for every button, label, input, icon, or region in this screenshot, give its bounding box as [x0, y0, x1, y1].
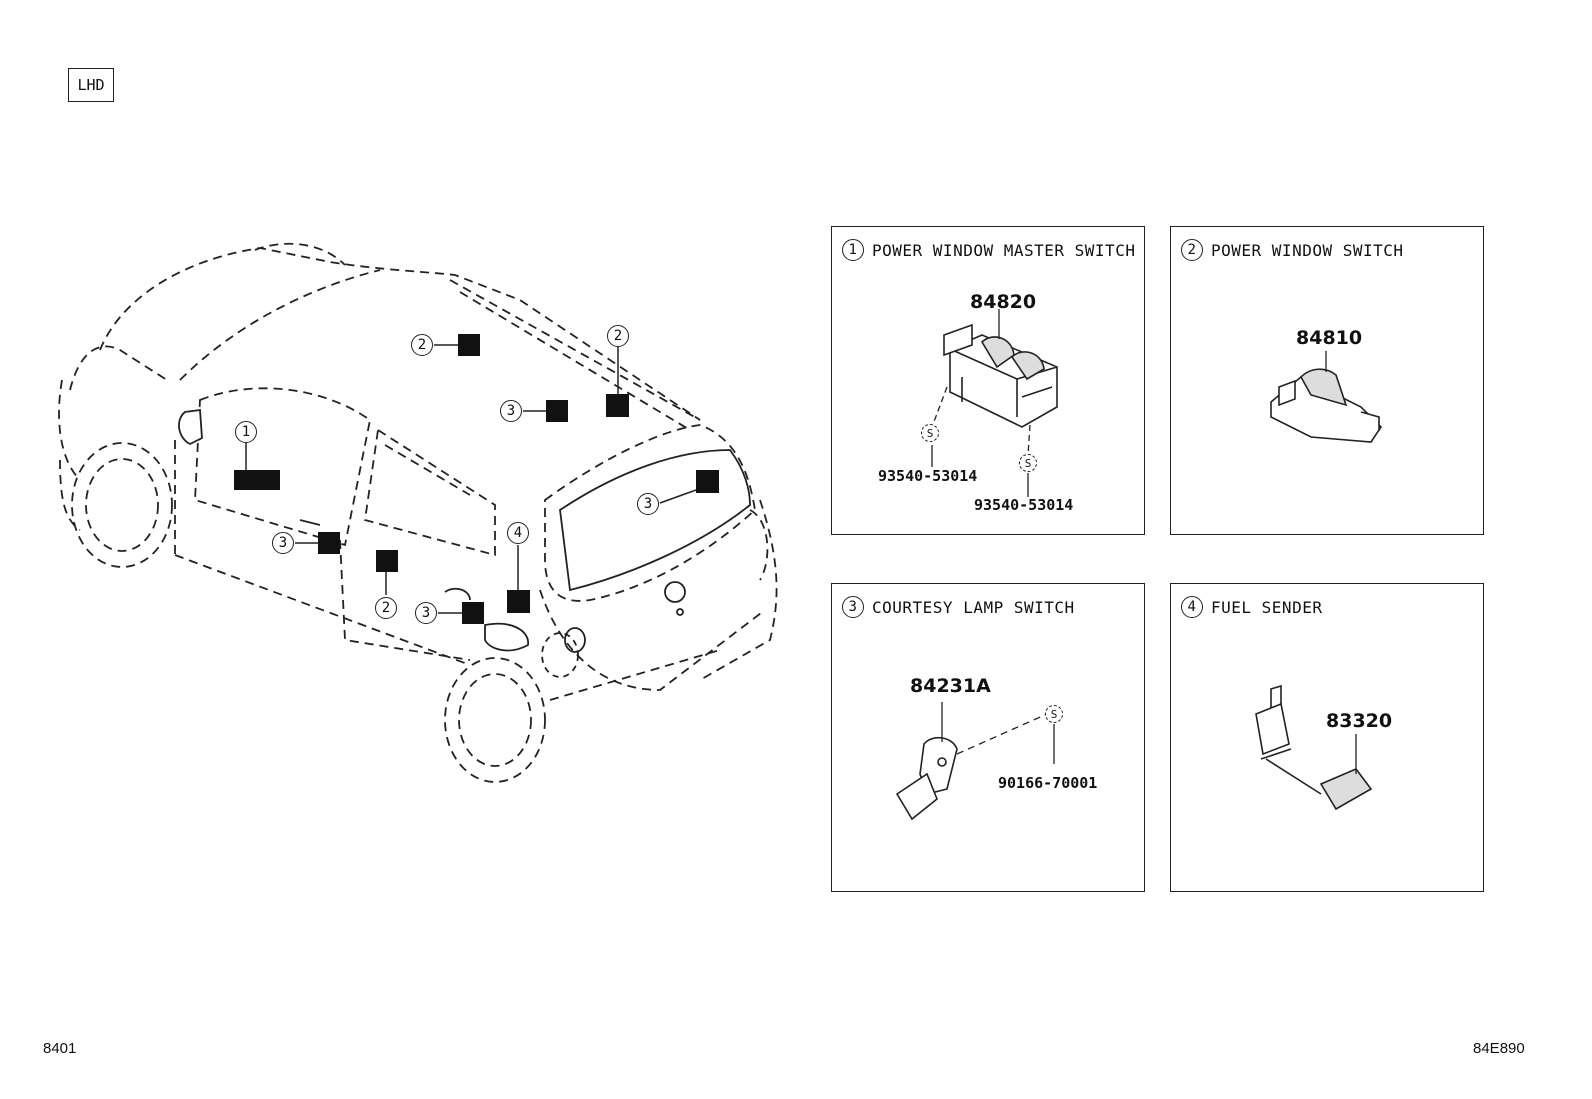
screw-part-b: 93540-53014 [974, 496, 1074, 514]
front-wheel [71, 442, 173, 568]
callout-marker-3d: 3 [415, 602, 437, 624]
panel-4-title: 4 FUEL SENDER [1181, 596, 1322, 618]
callout-marker-2b: 2 [607, 325, 629, 347]
panel-2-title-text: POWER WINDOW SWITCH [1211, 240, 1404, 260]
callout-marker-1: 1 [235, 421, 257, 443]
part-number-83320: 83320 [1326, 710, 1393, 732]
courtesy-switch-drawing [895, 702, 1055, 821]
part-number-84231a: 84231A [910, 675, 991, 697]
panel-3-title: 3 COURTESY LAMP SWITCH [842, 596, 1075, 618]
marker-block-3a [546, 400, 568, 422]
rear-wheel [444, 657, 546, 783]
panel-1-title-text: POWER WINDOW MASTER SWITCH [872, 240, 1136, 260]
panel-2-number: 2 [1181, 239, 1203, 261]
side-mirror [178, 408, 203, 446]
marker-block-1 [234, 470, 280, 490]
screw-part-a: 93540-53014 [878, 467, 978, 485]
marker-block-2b [606, 394, 629, 417]
panel-1-title: 1 POWER WINDOW MASTER SWITCH [842, 239, 1135, 261]
panel-power-window-switch: 2 POWER WINDOW SWITCH 84810 [1170, 226, 1484, 535]
callout-marker-4: 4 [507, 522, 529, 544]
panel-4-title-text: FUEL SENDER [1211, 597, 1323, 617]
window-switch-drawing [1270, 351, 1383, 443]
marker-block-3d [462, 602, 484, 624]
lhd-badge-label: LHD [77, 76, 105, 94]
callout-marker-3b: 3 [637, 493, 659, 515]
screw-symbol-c: S [1045, 705, 1063, 723]
panel-3-number: 3 [842, 596, 864, 618]
master-switch-drawing [931, 309, 1058, 497]
callout-marker-3c: 3 [272, 532, 294, 554]
marker-block-3b [696, 470, 719, 493]
panel-fuel-sender: 4 FUEL SENDER 83320 [1170, 583, 1484, 892]
panel-3-title-text: COURTESY LAMP SWITCH [872, 597, 1075, 617]
panel-1-number: 1 [842, 239, 864, 261]
panel-power-window-master-switch: 1 POWER WINDOW MASTER SWITCH 84820 S S 9… [831, 226, 1145, 535]
callout-marker-2c: 2 [375, 597, 397, 619]
callout-marker-2a: 2 [411, 334, 433, 356]
page-code-right: 84E890 [1473, 1040, 1525, 1057]
screw-symbol-b: S [1019, 454, 1037, 472]
part-number-84820: 84820 [970, 291, 1037, 313]
marker-block-2a [458, 334, 480, 356]
panel-courtesy-lamp-switch: 3 COURTESY LAMP SWITCH 84231A S 90166-70… [831, 583, 1145, 892]
vehicle-illustration [58, 242, 778, 783]
fuel-sender-drawing [1255, 684, 1373, 811]
lhd-badge: LHD [68, 68, 114, 102]
marker-block-3c [318, 532, 340, 554]
callout-marker-3a: 3 [500, 400, 522, 422]
marker-block-2c [376, 550, 398, 572]
screw-part-c: 90166-70001 [998, 774, 1098, 792]
screw-symbol-a: S [921, 424, 939, 442]
panel-4-number: 4 [1181, 596, 1203, 618]
panel-2-title: 2 POWER WINDOW SWITCH [1181, 239, 1404, 261]
marker-block-4 [507, 590, 530, 613]
part-number-84810: 84810 [1296, 327, 1363, 349]
page-code-left: 8401 [43, 1040, 77, 1057]
